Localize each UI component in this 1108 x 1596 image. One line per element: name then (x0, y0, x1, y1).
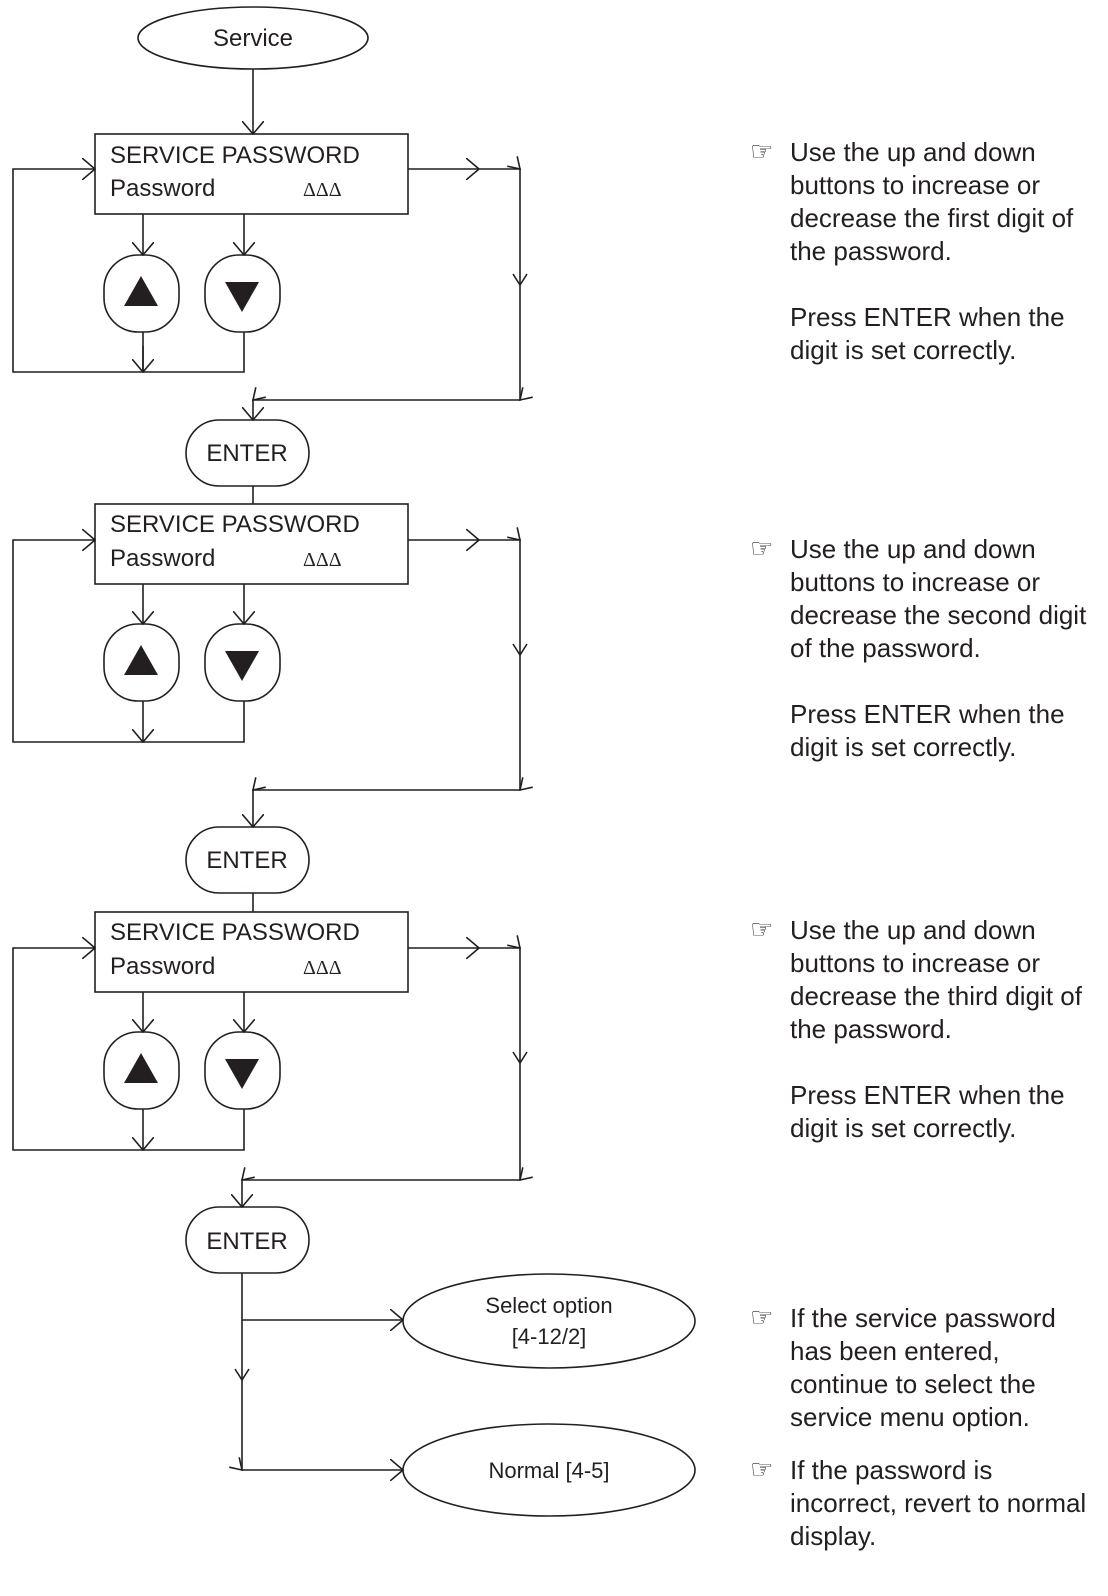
screen-value: ΔΔΔ (303, 549, 342, 571)
screen-title: SERVICE PASSWORD (110, 919, 360, 946)
note-text: Press ENTER when the digit is set correc… (790, 302, 1065, 365)
up-button-3 (103, 1031, 180, 1110)
enter-label: ENTER (206, 440, 287, 467)
exit-path-3 (242, 948, 520, 1207)
enter-label: ENTER (206, 847, 287, 874)
up-arrow-icon (124, 1053, 158, 1083)
screen-field: Password (110, 545, 215, 572)
select-option-label: Select option (485, 1293, 612, 1318)
down-arrow-icon (225, 282, 259, 312)
up-arrow-icon (124, 645, 158, 675)
screen-value: ΔΔΔ (303, 179, 342, 201)
screen-title: SERVICE PASSWORD (110, 511, 360, 538)
note-text: Use the up and down buttons to increase … (790, 915, 1082, 1044)
screen-field: Password (110, 953, 215, 980)
up-button-2 (103, 623, 180, 702)
enter-button-3 (185, 1206, 310, 1274)
pointing-hand-icon: ☞ (750, 915, 774, 945)
note-incorrect-password: ☞ If the password is incorrect, revert t… (750, 1454, 1100, 1553)
note-text: Press ENTER when the digit is set correc… (790, 1080, 1065, 1143)
enter-button-2 (185, 826, 310, 894)
enter-label: ENTER (206, 1228, 287, 1255)
exit-path-2 (253, 540, 520, 827)
enter-button-1 (185, 419, 310, 487)
select-option-ref: [4-12/2] (512, 1324, 587, 1349)
normal-terminal (402, 1423, 696, 1517)
note-third-digit: ☞ Use the up and down buttons to increas… (750, 914, 1100, 1145)
up-arrow-icon (124, 276, 158, 306)
branch-line-select (241, 1273, 403, 1320)
pointing-hand-icon: ☞ (750, 1455, 774, 1485)
note-text: If the password is incorrect, revert to … (790, 1455, 1087, 1551)
note-second-digit: ☞ Use the up and down buttons to increas… (750, 533, 1100, 764)
screen-title: SERVICE PASSWORD (110, 142, 360, 169)
note-text: Use the up and down buttons to increase … (790, 534, 1087, 663)
screen-value: ΔΔΔ (303, 957, 342, 979)
start-label: Service (213, 25, 293, 52)
note-first-digit: ☞ Use the up and down buttons to increas… (750, 136, 1100, 367)
note-text: Use the up and down buttons to increase … (790, 137, 1074, 266)
exit-path-1 (253, 169, 520, 420)
normal-label: Normal [4-5] (488, 1458, 609, 1483)
branch-line-normal (242, 1320, 403, 1470)
down-arrow-icon (225, 1059, 259, 1089)
note-text: Press ENTER when the digit is set correc… (790, 699, 1065, 762)
screen-field: Password (110, 175, 215, 202)
pointing-hand-icon: ☞ (750, 534, 774, 564)
note-select-option: ☞ If the service password has been enter… (750, 1302, 1100, 1434)
select-option-terminal (402, 1273, 696, 1369)
pointing-hand-icon: ☞ (750, 137, 774, 167)
pointing-hand-icon: ☞ (750, 1303, 774, 1333)
up-button-1 (103, 254, 180, 333)
down-arrow-icon (225, 651, 259, 681)
note-text: If the service password has been entered… (790, 1303, 1056, 1432)
